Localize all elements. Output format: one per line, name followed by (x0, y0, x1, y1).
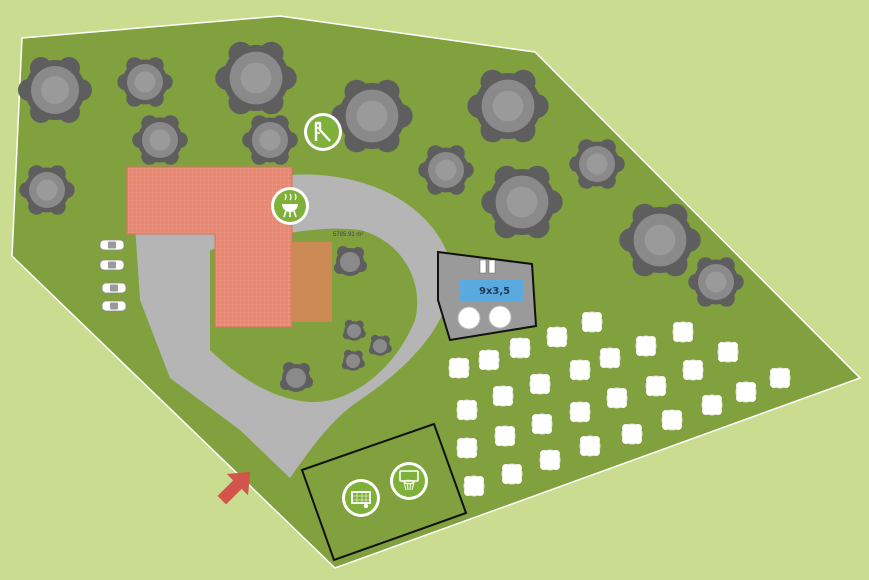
orchard-tree (606, 387, 628, 409)
orchard-tree (581, 311, 603, 333)
sports-court (300, 422, 468, 562)
house-roof (126, 166, 293, 328)
orchard-tree (569, 359, 591, 381)
orchard-tree (509, 337, 531, 359)
orchard-tree (701, 394, 723, 416)
orchard-tree (531, 413, 553, 435)
tree (334, 246, 367, 276)
pool (460, 279, 523, 301)
pool-dimensions: 9x3,5 (479, 286, 510, 297)
orchard-tree (769, 367, 791, 389)
sun-lounger (479, 259, 487, 274)
orchard-tree (529, 373, 551, 395)
orchard-tree (735, 381, 757, 403)
orchard-tree (621, 423, 643, 445)
parasol (488, 305, 512, 329)
orchard-tree (456, 437, 478, 459)
orchard-tree (494, 425, 516, 447)
orchard-tree (661, 409, 683, 431)
parked-car (101, 282, 127, 294)
orchard-tree (599, 347, 621, 369)
orchard-tree (463, 475, 485, 497)
orchard-tree (456, 399, 478, 421)
tree (341, 349, 365, 371)
parasol (457, 306, 481, 330)
orchard-tree (501, 463, 523, 485)
sun-lounger (488, 259, 496, 274)
orchard-tree (478, 349, 500, 371)
orchard-tree (672, 321, 694, 343)
terrace (292, 242, 332, 322)
orchard-tree (546, 326, 568, 348)
orchard-tree (492, 385, 514, 407)
parked-car (99, 259, 125, 271)
tree (342, 319, 366, 341)
orchard-tree (448, 357, 470, 379)
orchard-tree (539, 449, 561, 471)
entrance-arrow-icon (217, 471, 251, 505)
parked-car (99, 239, 125, 251)
football-goal-icon (342, 479, 380, 517)
orchard-tree (717, 341, 739, 363)
orchard-tree (579, 435, 601, 457)
parked-car (101, 300, 127, 312)
orchard-tree (569, 401, 591, 423)
barbecue-grill-icon (271, 187, 309, 225)
basketball-hoop-icon (390, 462, 428, 500)
tree (280, 362, 313, 392)
tree (368, 334, 392, 356)
orchard-tree (682, 359, 704, 381)
area-label: 5785.91 m² (333, 232, 363, 238)
orchard-tree (645, 375, 667, 397)
orchard-tree (635, 335, 657, 357)
driveway (135, 174, 452, 478)
slide-icon (304, 113, 342, 151)
